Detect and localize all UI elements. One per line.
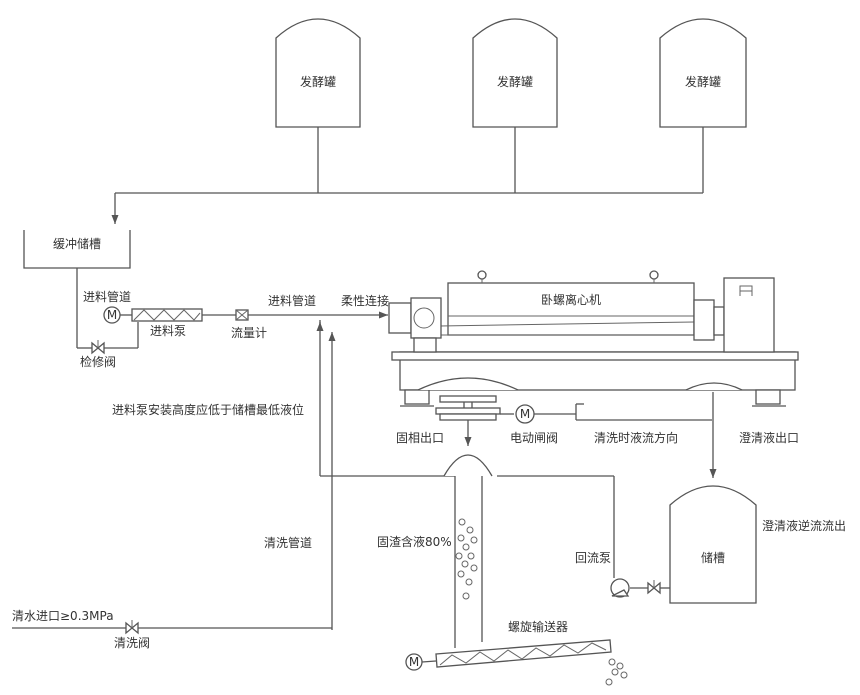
cleaning-flow-label: 清洗时液流方向 bbox=[594, 430, 678, 445]
buffer-outlet-pipe bbox=[76, 268, 139, 349]
solid-outlet-label: 固相出口 bbox=[396, 431, 444, 445]
buffer-tank: 缓冲储槽 bbox=[23, 230, 131, 269]
cleaning-flow-line bbox=[534, 403, 712, 421]
buffer-tank-label: 缓冲储槽 bbox=[53, 236, 101, 251]
clear-backflow-label: 澄清液逆流流出 bbox=[762, 518, 846, 533]
storage-tank-label: 储槽 bbox=[701, 550, 725, 565]
decanter-centrifuge bbox=[388, 270, 799, 407]
wash-valve-label: 清洗阀 bbox=[114, 636, 150, 650]
tank-header-pipe bbox=[111, 127, 704, 224]
conveyor-discharge-particles bbox=[605, 658, 628, 686]
feed-pump-label: 进料泵 bbox=[150, 324, 186, 338]
feed-pipe-label-1: 进料管道 bbox=[83, 289, 131, 304]
valve-motor-symbol: M bbox=[520, 407, 530, 421]
electric-valve-label: 电动闸阀 bbox=[510, 431, 558, 445]
tank-1-label: 发酵罐 bbox=[300, 74, 336, 89]
solid-particles bbox=[455, 518, 478, 600]
flow-meter-icon bbox=[235, 309, 249, 321]
solid-content-label: 固渣含液80% bbox=[377, 534, 452, 549]
tank-3-label: 发酵罐 bbox=[685, 74, 721, 89]
flexible-connection-label: 柔性连接 bbox=[341, 293, 389, 308]
tank-2-label: 发酵罐 bbox=[497, 74, 533, 89]
fermentation-tank-3: 发酵罐 bbox=[659, 18, 747, 128]
feed-pump: M bbox=[103, 306, 203, 324]
return-pump bbox=[610, 578, 630, 598]
fermentation-tank-2: 发酵罐 bbox=[472, 18, 558, 128]
cleaning-pipe-label: 清洗管道 bbox=[264, 535, 312, 550]
feed-pipe-label-2: 进料管道 bbox=[268, 293, 316, 308]
return-pipe bbox=[497, 475, 670, 589]
electric-gate-valve: M bbox=[500, 404, 535, 424]
feed-pump-motor-symbol: M bbox=[107, 308, 117, 322]
solid-outlet-flange bbox=[435, 395, 501, 421]
pump-installation-note: 进料泵安装高度应低于储槽最低液位 bbox=[112, 402, 304, 417]
screw-conveyor: M bbox=[405, 639, 612, 671]
water-inlet-label: 清水进口≥0.3MPa bbox=[12, 609, 114, 623]
fermentation-tank-1: 发酵罐 bbox=[275, 18, 361, 128]
flow-meter-label: 流量计 bbox=[231, 326, 267, 340]
conveyor-motor-symbol: M bbox=[409, 655, 419, 669]
return-valve-icon bbox=[647, 580, 661, 595]
solid-discharge-chute bbox=[443, 454, 493, 648]
inspection-valve-icon bbox=[91, 340, 105, 355]
storage-tank: 储槽 bbox=[669, 485, 757, 604]
cleaning-pipe bbox=[316, 320, 455, 630]
centrifuge-label: 卧螺离心机 bbox=[541, 292, 601, 307]
clear-outlet-label: 澄清液出口 bbox=[739, 430, 799, 445]
screw-conveyor-label: 螺旋输送器 bbox=[508, 619, 568, 634]
inspection-valve-label: 检修阀 bbox=[80, 354, 116, 369]
wash-valve-icon bbox=[125, 620, 139, 635]
return-pump-label: 回流泵 bbox=[575, 551, 611, 565]
